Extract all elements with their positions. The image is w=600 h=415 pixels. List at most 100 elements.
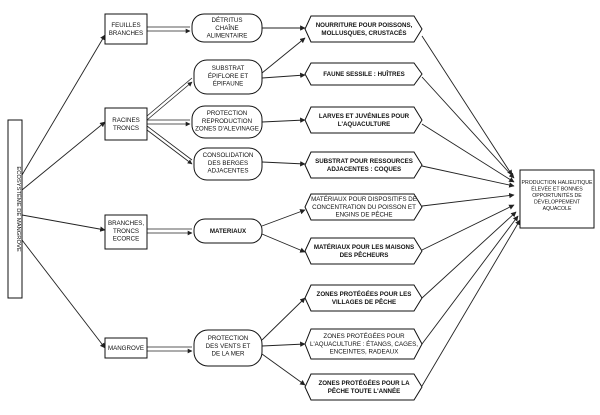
label-line: MATERIAUX [210, 228, 247, 235]
arrow-protection-villages [261, 297, 306, 341]
arrow-eco-racines [21, 121, 106, 191]
arrow-nourriture-production [421, 35, 513, 176]
arrow-villages-production [421, 211, 517, 299]
label-line: SUBSTRAT POUR RESSOURCES [315, 158, 413, 165]
label-line: BRANCHES [109, 30, 143, 37]
arrow-protection-aquaculture [261, 341, 306, 347]
label-line: SUBSTRAT [212, 65, 245, 72]
arrow-protection-peche [261, 353, 306, 386]
label-line: DÉVELOPPEMENT [534, 199, 581, 206]
label-line: CONCENTRATION DU POISSON ET [312, 204, 416, 211]
label-line: MANGROVE [108, 345, 144, 352]
label-line: ALIMENTAIRE [207, 33, 248, 40]
label-line: FAUNE SESSILE : HUÎTRES [323, 70, 404, 78]
materiaux-label: MATERIAUX [210, 228, 247, 235]
label-line: NOURRITURE POUR POISSONS, [316, 22, 413, 29]
nourriture-label: NOURRITURE POUR POISSONS,MOLLUSQUES, CRU… [316, 22, 413, 37]
double-arrow-feuilles-detritus [147, 26, 191, 34]
label-line: ÉPIFAUNE [213, 81, 244, 88]
arrow-substrat-faune [261, 72, 306, 79]
label-line: PRODUCTION HALIEUTIQUE [522, 180, 593, 186]
arrow-maisons-production [421, 204, 515, 251]
label-line: PROTECTION [208, 335, 249, 342]
label-line: REPRODUCTION [202, 118, 252, 125]
label-line: BRANCHES, [108, 220, 144, 227]
node-ecosystem: ECOSYSTÈME DE MANGROVE [7, 119, 23, 299]
connector-arrows [21, 25, 521, 387]
label-line: CHAÎNE [215, 25, 238, 32]
faune-label: FAUNE SESSILE : HUÎTRES [323, 70, 404, 78]
label-line: MATÉRIAUX POUR DISPOSITIFS DE [311, 196, 417, 203]
double-arrow-branches-materiaux [147, 228, 193, 236]
arrow-substrat-nourriture [261, 37, 306, 74]
label-line: ECOSYSTÈME DE MANGROVE [15, 166, 22, 251]
double-arrow-racines-consolidation [146, 125, 193, 165]
label-line: OPPORTUNITÉS DE [532, 192, 582, 199]
node-nourriture: NOURRITURE POUR POISSONS,MOLLUSQUES, CRU… [304, 15, 423, 43]
label-line: PROTECTION [207, 110, 248, 117]
double-arrow-mangrove-protection [147, 346, 193, 354]
label-line: DE LA MER [211, 351, 245, 358]
arrow-aquaculture-production [421, 215, 519, 345]
mangrove-label: MANGROVE [108, 345, 144, 352]
label-line: ZONES PROTÉGÉES POUR LES [317, 290, 412, 298]
label-line: ÉPIFLORE ET [208, 73, 248, 80]
arrow-larves-production [421, 123, 515, 183]
arrow-eco-branches [21, 214, 106, 232]
label-line: ZONES PROTÉGÉES POUR [323, 333, 405, 340]
label-line: MATÉRIAUX POUR LES MAISONS [314, 243, 414, 251]
ecosystem-label: ECOSYSTÈME DE MANGROVE [15, 166, 22, 251]
label-line: CONSOLIDATION [203, 152, 254, 159]
node-mangrove: MANGROVE [104, 337, 148, 359]
label-line: ADJACENTES : COQUES [327, 166, 401, 173]
arrow-substrat-production [421, 165, 515, 188]
label-line: L'AQUACULTURE [338, 121, 391, 128]
label-line: DES VENTS ET [206, 343, 251, 350]
arrow-protection-larves [261, 117, 306, 123]
arrow-faune-production [421, 76, 515, 179]
label-line: DES PÊCHEURS [340, 251, 389, 259]
label-line: TRONCS [113, 228, 139, 235]
label-line: ÉLEVÉE ET BONNES [531, 186, 583, 193]
label-line: ZONES D'ALEVINAGE [195, 126, 259, 133]
label-line: VILLAGES DE PÊCHE [332, 298, 396, 306]
label-line: LARVES ET JUVÉNILES POUR [319, 112, 410, 120]
label-line: RACINES [112, 117, 140, 124]
arrow-dispositifs-production [421, 192, 515, 207]
label-line: AQUACOLE [543, 206, 572, 212]
label-line: ZONES PROTÉGÉES POUR LA [318, 379, 410, 387]
label-line: ADJACENTES [208, 168, 249, 175]
double-arrow-racines-protection [147, 119, 191, 127]
label-line: PÊCHE TOUTE L'ANNÉE [328, 387, 401, 395]
label-line: TRONCS [113, 125, 139, 132]
label-line: DÉTRITUS [212, 17, 243, 24]
arrow-materiaux-dispositifs [261, 209, 306, 227]
node-faune-sessile: FAUNE SESSILE : HUÎTRES [304, 62, 423, 86]
